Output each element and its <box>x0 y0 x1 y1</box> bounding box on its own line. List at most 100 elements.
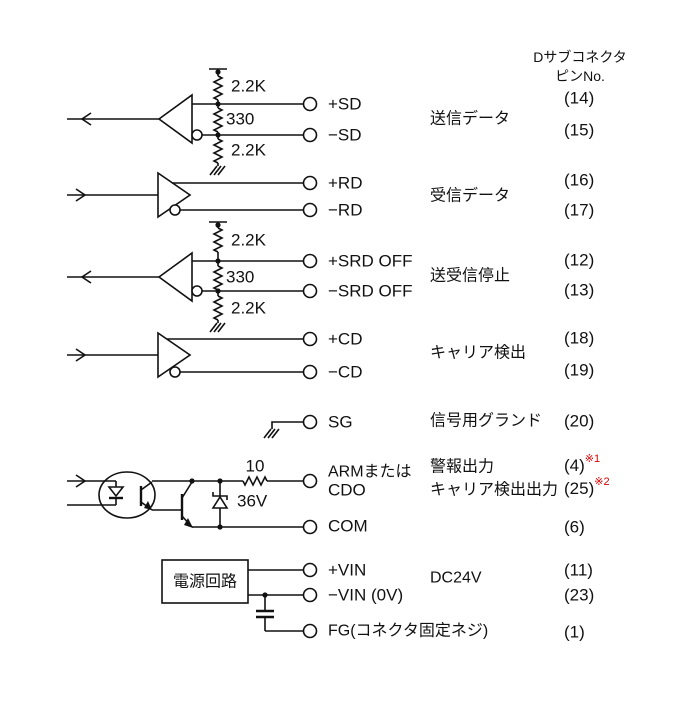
resistor-value: 330 <box>226 110 254 129</box>
power-supply-circuit: 電源回路 <box>161 559 318 639</box>
terminal-circle <box>302 519 318 535</box>
signal-desc-carrier-out: キャリア検出出力 <box>430 481 558 499</box>
pin-number-rd-plus: (16) <box>564 171 594 190</box>
terminal-label-arm: ARMまたは <box>328 463 412 481</box>
sg-ground-circuit <box>263 414 318 439</box>
pin-number-sd-minus: (15) <box>564 121 594 140</box>
signal-desc-power: DC24V <box>430 570 482 587</box>
terminal-label-sd-plus: +SD <box>328 95 362 114</box>
signal-desc-sd: 送信データ <box>430 109 510 128</box>
resistor-value: 2.2K <box>231 231 267 250</box>
terminal-label-vin-plus: +VIN <box>328 561 366 580</box>
pin-number-srd-plus: (12) <box>564 251 594 270</box>
led-symbol <box>107 486 125 498</box>
inverting-bubble <box>191 129 203 141</box>
terminal-circle <box>302 283 318 299</box>
pin-number-cd-minus: (19) <box>564 361 594 380</box>
terminal-circle <box>302 623 318 639</box>
pin-number-sg: (20) <box>564 412 594 431</box>
terminal-label-cd-plus: +CD <box>328 330 362 349</box>
terminal-label-rd-plus: +RD <box>328 174 362 193</box>
terminal-circle <box>302 175 318 191</box>
photocoupler-symbol <box>98 471 156 519</box>
terminal-circle <box>302 473 318 489</box>
terminal-label-srd-minus: −SRD OFF <box>328 282 413 301</box>
zener-value: 36V <box>237 492 268 511</box>
terminal-circle <box>302 96 318 112</box>
terminal-label-sd-minus: −SD <box>328 126 362 145</box>
terminal-circle <box>302 562 318 578</box>
ground-symbol <box>209 322 226 333</box>
resistor-value: 2.2K <box>231 77 267 96</box>
terminal-label-com: COM <box>328 517 368 536</box>
terminal-circle <box>302 253 318 269</box>
pin-column-header-line1: Dサブコネクタ <box>533 49 627 65</box>
pin-column-header-line2: ピンNo. <box>555 68 605 84</box>
line-receiver-triangle <box>157 251 193 303</box>
ground-symbol <box>263 428 280 439</box>
resistor-symbol <box>213 265 223 291</box>
resistor-symbol <box>213 295 223 321</box>
alarm-output-circuit: 10 36V <box>67 457 318 535</box>
pin-number-column: Dサブコネクタ ピンNo. (14) (15) (16) (17) (12) (… <box>533 49 627 642</box>
terminal-circle <box>302 364 318 380</box>
inverting-bubble <box>191 285 203 297</box>
signal-desc-sg: 信号用グランド <box>430 412 542 430</box>
signal-desc-rd: 受信データ <box>430 186 510 205</box>
inverting-bubble <box>169 204 181 216</box>
terminal-label-rd-minus: −RD <box>328 201 362 220</box>
power-box-label: 電源回路 <box>173 573 237 591</box>
resistor-value: 330 <box>226 268 254 287</box>
signal-desc-srd: 送受信停止 <box>430 267 510 285</box>
signal-desc-alarm: 警報出力 <box>430 458 494 476</box>
resistor-symbol <box>242 476 268 486</box>
pin-number-cd-plus: (18) <box>564 329 594 348</box>
terminal-circle <box>302 587 318 603</box>
resistor-value: 10 <box>246 457 265 476</box>
power-circuit-box <box>161 559 249 604</box>
resistor-symbol <box>213 75 223 101</box>
terminal-circle <box>302 202 318 218</box>
npn-transistor-symbol <box>180 481 193 528</box>
cd-carrier-circuit <box>67 331 318 380</box>
resistor-symbol <box>213 227 223 253</box>
terminal-label-vin-minus: −VIN (0V) <box>328 586 403 605</box>
terminal-label-cdo: CDO <box>328 481 366 500</box>
pin-number-alarm: (4)※1 <box>564 453 600 475</box>
terminal-label-srd-plus: +SRD OFF <box>328 252 413 271</box>
pin-number-vin-plus: (11) <box>564 561 593 580</box>
zener-diode-symbol <box>211 481 229 527</box>
resistor-value: 2.2K <box>231 141 267 160</box>
pin-number-srd-minus: (13) <box>564 281 594 300</box>
pin-number-carrier-out: (25)※2 <box>564 476 610 498</box>
pin-number-sd-plus: (14) <box>564 89 594 108</box>
terminal-label-sg: SG <box>328 413 353 432</box>
terminal-label-fg: FG(コネクタ固定ネジ) <box>328 622 488 640</box>
pin-note-1: ※1 <box>585 453 600 465</box>
terminal-labels: +SD −SD +RD −RD +SRD OFF −SRD OFF +CD −C… <box>328 95 488 640</box>
signal-desc-cd: キャリア検出 <box>430 344 526 362</box>
termination-resistor-network <box>209 68 227 176</box>
capacitor-symbol <box>256 595 274 631</box>
signal-descriptions: 送信データ 受信データ 送受信停止 キャリア検出 信号用グランド 警報出力 キャ… <box>430 109 558 587</box>
resistor-symbol <box>213 107 223 133</box>
sd-transmit-circuit: 2.2K 330 2.2K <box>67 68 318 176</box>
resistor-symbol <box>213 138 223 164</box>
pin-note-2: ※2 <box>594 476 609 488</box>
terminal-circle <box>302 331 318 347</box>
terminal-circle <box>302 127 318 143</box>
pin-number-vin-minus: (23) <box>564 586 594 605</box>
inverting-bubble <box>169 366 181 378</box>
ground-symbol <box>209 165 226 176</box>
pin-number-fg: (1) <box>564 623 585 642</box>
line-receiver-triangle <box>157 93 193 145</box>
srd-stop-circuit: 2.2K 330 2.2K <box>67 221 318 333</box>
line-driver-triangle <box>157 331 192 379</box>
termination-resistor-network <box>209 221 227 333</box>
terminal-circle <box>302 414 318 430</box>
resistor-value: 2.2K <box>231 299 267 318</box>
pin-number-com: (6) <box>564 518 585 537</box>
pin-number-rd-minus: (17) <box>564 201 594 220</box>
terminal-label-cd-minus: −CD <box>328 363 362 382</box>
